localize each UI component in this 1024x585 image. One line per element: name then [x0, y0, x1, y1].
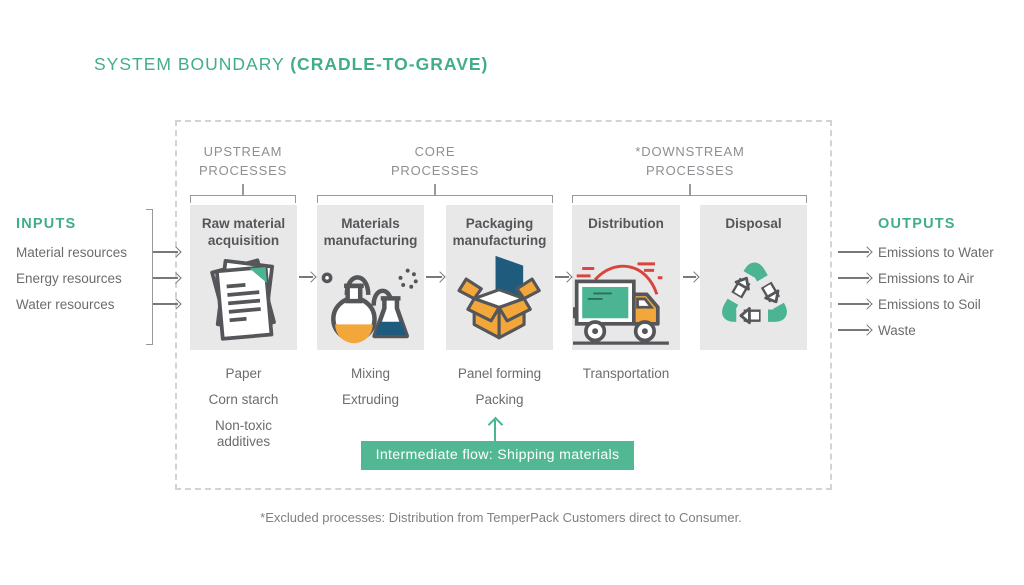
- core-bracket: [317, 195, 553, 203]
- excluded-processes-footnote: *Excluded processes: Distribution from T…: [260, 510, 742, 525]
- outputs-title: OUTPUTS: [878, 216, 956, 232]
- delivery-truck-icon: [573, 262, 669, 345]
- inputs-list: Material resources Energy resources Wate…: [16, 240, 127, 318]
- downstream-bracket: [572, 195, 807, 203]
- sublabels-raw-material: Paper Corn starch Non-toxic additives: [190, 366, 297, 460]
- sublabel: Non-toxic additives: [214, 418, 273, 449]
- sublabels-packaging-manufacturing: Panel forming Packing: [446, 366, 553, 418]
- output-item: Emissions to Water: [878, 245, 994, 260]
- flasks-icon: [321, 268, 418, 344]
- output-item: Emissions to Soil: [878, 297, 981, 312]
- upstream-bracket: [190, 195, 296, 203]
- process-name: Distribution: [588, 216, 664, 231]
- page-title-regular: SYSTEM BOUNDARY: [94, 54, 291, 74]
- sublabel: Paper: [225, 366, 262, 381]
- group-label-upstream: UPSTREAM PROCESSES: [198, 144, 288, 178]
- input-item: Material resources: [16, 245, 128, 260]
- flow-arrow-materials-to-packaging: [426, 276, 442, 278]
- process-box-disposal: Disposal: [700, 205, 807, 350]
- output-arrow-waste: [838, 329, 869, 331]
- group-label-core: CORE PROCESSES: [390, 144, 480, 178]
- output-arrow-water: [838, 251, 869, 253]
- input-item: Energy resources: [16, 271, 122, 286]
- intermediate-flow-banner: Intermediate flow: Shipping materials: [361, 441, 634, 470]
- outputs-list: Emissions to Water Emissions to Air Emis…: [878, 240, 994, 344]
- sublabels-distribution: Transportation: [572, 366, 680, 392]
- core-bracket-stem: [434, 184, 436, 195]
- page-title-bold: (CRADLE-TO-GRAVE): [290, 54, 489, 74]
- sublabel: Extruding: [341, 392, 400, 407]
- intermediate-flow-arrow: [494, 420, 496, 441]
- output-arrow-air: [838, 277, 869, 279]
- input-arrow-material: [153, 251, 178, 253]
- process-name: Materials manufacturing: [323, 216, 418, 248]
- input-arrow-water: [153, 303, 178, 305]
- open-box-icon: [457, 255, 541, 340]
- process-name: Raw material acquisition: [201, 216, 286, 248]
- output-item: Waste: [878, 323, 916, 338]
- process-name: Packaging manufacturing: [452, 216, 547, 248]
- recycle-icon: [722, 262, 787, 325]
- inputs-title: INPUTS: [16, 216, 77, 232]
- flow-arrow-raw-to-materials: [299, 276, 313, 278]
- sublabel: Corn starch: [208, 392, 279, 407]
- page-title: SYSTEM BOUNDARY (CRADLE-TO-GRAVE): [94, 54, 488, 75]
- sublabels-materials-manufacturing: Mixing Extruding: [317, 366, 424, 418]
- sublabel: Panel forming: [457, 366, 542, 381]
- sublabel: Transportation: [582, 366, 670, 381]
- group-label-downstream: *DOWNSTREAM PROCESSES: [635, 144, 745, 178]
- flow-arrow-packaging-to-distribution: [555, 276, 569, 278]
- process-name: Disposal: [725, 216, 782, 231]
- flow-arrow-distribution-to-disposal: [683, 276, 696, 278]
- output-item: Emissions to Air: [878, 271, 975, 286]
- input-arrow-energy: [153, 277, 178, 279]
- sublabel: Packing: [475, 392, 524, 407]
- inputs-bracket: [146, 209, 153, 345]
- downstream-bracket-stem: [689, 184, 691, 195]
- upstream-bracket-stem: [242, 184, 244, 195]
- input-item: Water resources: [16, 297, 115, 312]
- paper-stack-icon: [210, 258, 276, 341]
- output-arrow-soil: [838, 303, 869, 305]
- sublabel: Mixing: [350, 366, 390, 381]
